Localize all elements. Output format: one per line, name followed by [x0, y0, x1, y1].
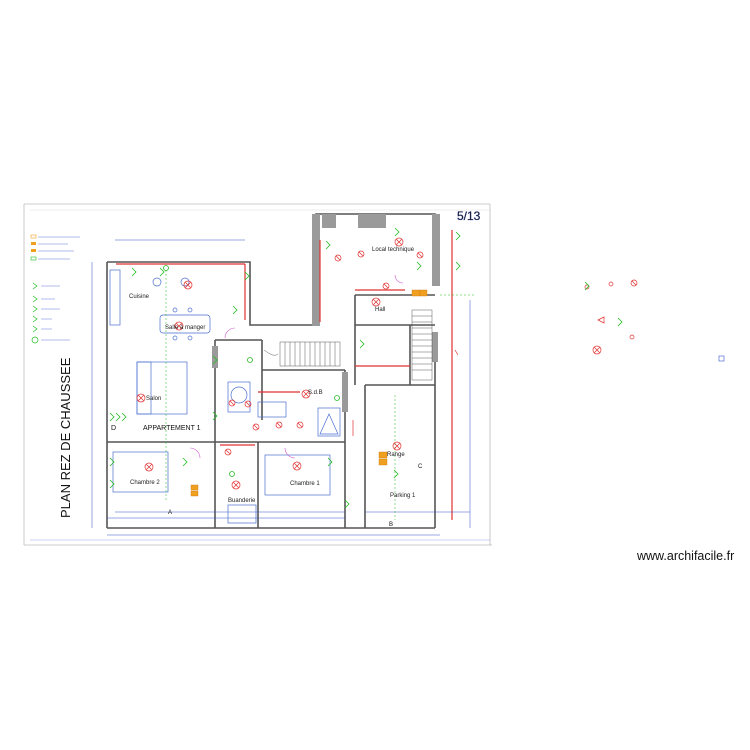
- room-chambre-2: Chambre 2: [130, 480, 160, 486]
- doors: [189, 274, 404, 459]
- marker-b: B: [389, 522, 393, 528]
- room-salle-a-manger: Salle à manger: [165, 325, 205, 331]
- apartment-label: APPARTEMENT 1: [143, 425, 201, 432]
- sheet-number: 5/13: [457, 209, 481, 223]
- room-cuisine: Cuisine: [129, 294, 150, 300]
- plan-title: PLAN REZ DE CHAUSSEE: [58, 357, 73, 518]
- detached-symbol: [718, 355, 725, 362]
- room-parking: Parking 1: [390, 493, 416, 499]
- room-sdb: S.d.B: [308, 390, 323, 396]
- room-rangement: Range: [387, 452, 405, 458]
- room-salon: Salon: [146, 396, 161, 402]
- red-walls: [116, 230, 453, 520]
- grey-wall-fills: [212, 214, 440, 412]
- room-hall: Hall: [375, 307, 385, 313]
- room-chambre-1: Chambre 1: [290, 481, 320, 487]
- legend: [30, 234, 80, 344]
- electrical-panels: [190, 289, 428, 497]
- furniture: [109, 269, 341, 524]
- marker-a: A: [168, 510, 172, 516]
- marker-d: D: [111, 425, 116, 432]
- room-local-technique: Local technique: [372, 247, 415, 253]
- watermark: www.archifacile.fr: [637, 549, 735, 563]
- socket-symbols: [109, 227, 623, 509]
- electrical-points: [136, 237, 638, 490]
- stairs: [263, 309, 433, 381]
- marker-c: C: [418, 464, 423, 470]
- room-buanderie: Buanderie: [228, 498, 256, 504]
- dimension-lines: [91, 239, 471, 536]
- network-lines: [165, 270, 475, 520]
